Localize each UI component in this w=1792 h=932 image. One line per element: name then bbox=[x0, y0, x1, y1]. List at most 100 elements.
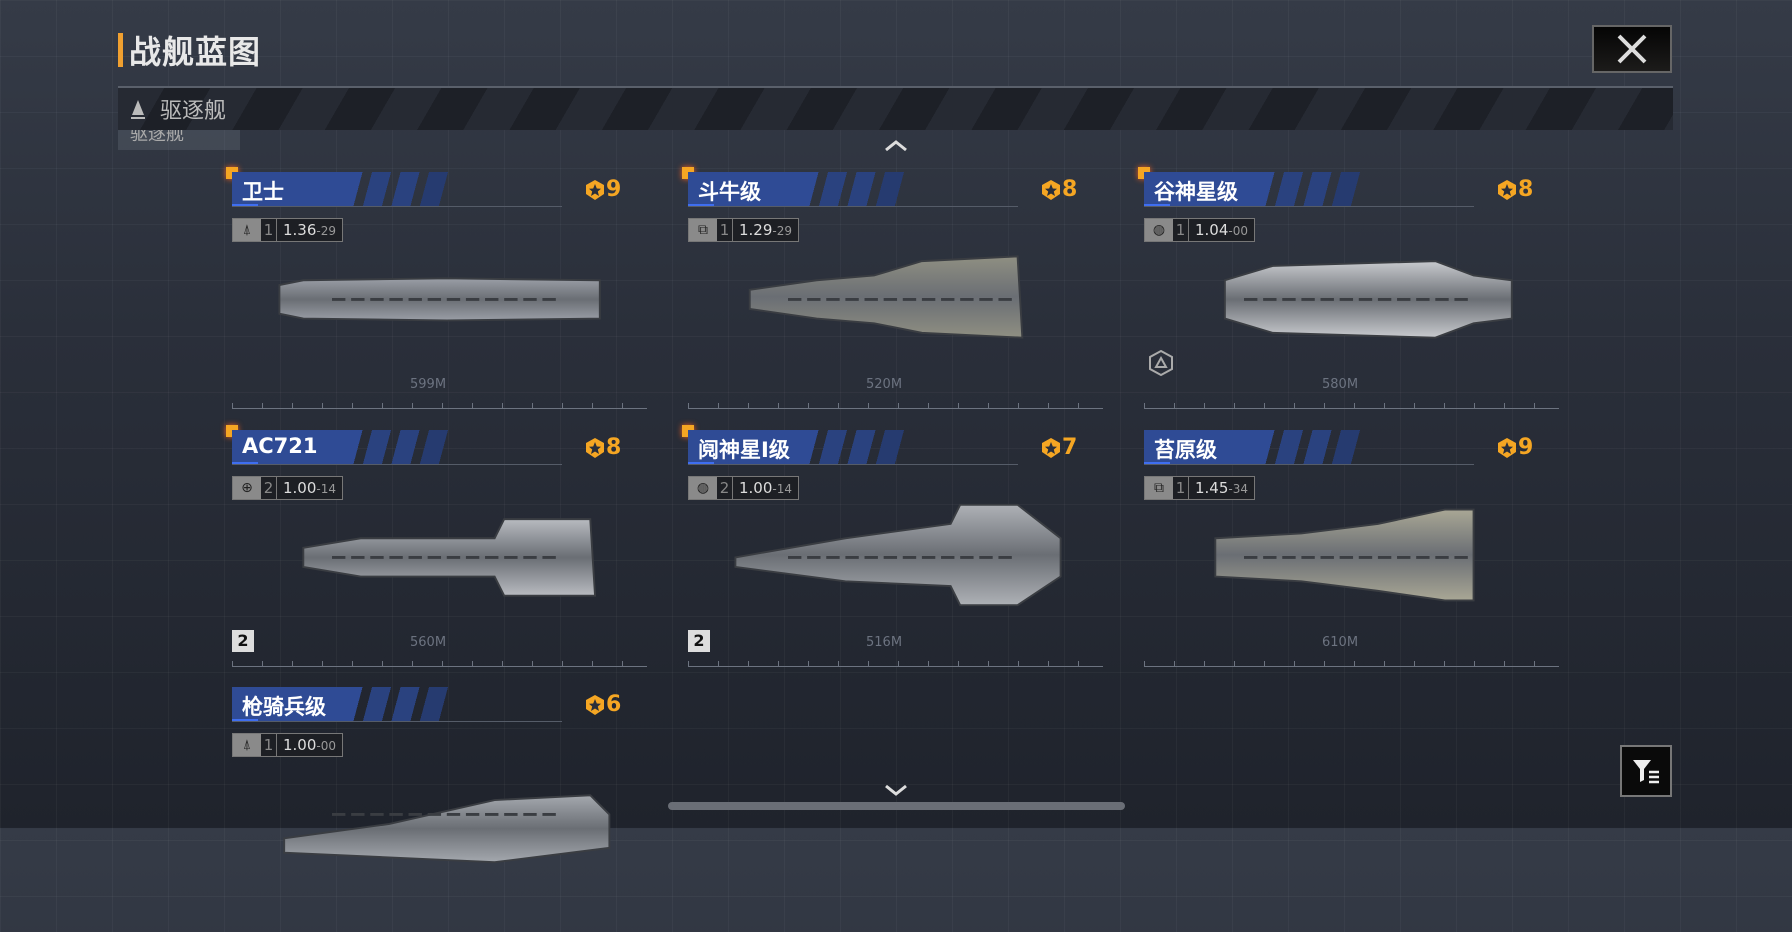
frigate-icon: ⍋ bbox=[233, 219, 261, 241]
category-dropdown-ghost: 驱逐舰 bbox=[118, 130, 240, 150]
tier: 1 bbox=[1173, 477, 1189, 499]
name-banner bbox=[232, 687, 460, 722]
triangle-hex-icon[interactable] bbox=[1148, 350, 1174, 376]
count-badge: 2 bbox=[688, 630, 710, 652]
ship-image bbox=[302, 518, 597, 597]
scroll-down-chevron-icon[interactable] bbox=[882, 780, 910, 800]
page-title: 战舰蓝图 bbox=[118, 30, 262, 71]
close-button[interactable] bbox=[1592, 25, 1672, 73]
name-banner bbox=[232, 430, 460, 465]
divider bbox=[1144, 206, 1474, 207]
rank-star-icon bbox=[1498, 179, 1516, 200]
stat-value: 1.36-29 bbox=[277, 219, 343, 241]
rarity: 8 bbox=[584, 435, 621, 460]
divider bbox=[232, 464, 562, 465]
divider bbox=[1144, 464, 1474, 465]
category-selector[interactable]: 驱逐舰 bbox=[118, 86, 1673, 130]
destroyer-class-icon bbox=[131, 100, 145, 119]
rarity: 8 bbox=[1496, 177, 1533, 202]
stat-value: 1.29-29 bbox=[733, 219, 799, 241]
faction-icon: ⧉ bbox=[1145, 477, 1173, 499]
count-badge: 2 bbox=[232, 630, 254, 652]
category-ghost-label: 驱逐舰 bbox=[130, 130, 184, 145]
stat-sub: 29 bbox=[320, 224, 337, 238]
stat-main: 1.04 bbox=[1195, 221, 1229, 239]
divider bbox=[232, 721, 562, 722]
rank-star-icon bbox=[586, 437, 604, 458]
stat-value: 1.00-00 bbox=[277, 734, 343, 756]
rarity: 8 bbox=[1040, 177, 1077, 202]
ship-name: 斗牛级 bbox=[698, 180, 761, 204]
name-banner bbox=[688, 172, 916, 207]
stat-main: 1.36 bbox=[283, 221, 317, 239]
rarity: 6 bbox=[584, 692, 621, 717]
rank-star-icon bbox=[1498, 437, 1516, 458]
filter-button[interactable] bbox=[1620, 745, 1672, 797]
rank-star-icon bbox=[586, 694, 604, 715]
scrollbar[interactable] bbox=[668, 802, 1125, 810]
globe-icon: ⊕ bbox=[233, 477, 261, 499]
ship-name: AC721 bbox=[242, 434, 318, 458]
tier: 1 bbox=[261, 219, 277, 241]
ship-length: 580M bbox=[1322, 377, 1359, 392]
scroll-up-chevron-icon[interactable] bbox=[882, 136, 910, 156]
rank-star-icon bbox=[1042, 437, 1060, 458]
category-label: 驱逐舰 bbox=[160, 99, 227, 124]
ship-length: 610M bbox=[1322, 635, 1359, 650]
stat-value: 1.04-00 bbox=[1189, 219, 1255, 241]
ship-image bbox=[283, 794, 611, 864]
close-icon bbox=[1617, 34, 1647, 64]
rarity-value: 8 bbox=[1062, 177, 1078, 202]
length-ruler bbox=[232, 397, 647, 409]
stat-sub: 14 bbox=[320, 482, 337, 496]
stat-main: 1.45 bbox=[1195, 479, 1229, 497]
stat-value: 1.00-14 bbox=[733, 477, 799, 499]
tier: 1 bbox=[1173, 219, 1189, 241]
name-banner bbox=[1144, 172, 1372, 207]
stat-sub: 29 bbox=[776, 224, 793, 238]
rarity-value: 9 bbox=[1518, 435, 1534, 460]
stat-main: 1.00 bbox=[283, 479, 317, 497]
length-ruler bbox=[1144, 397, 1559, 409]
stat-value: 1.45-34 bbox=[1189, 477, 1255, 499]
stat-main: 1.00 bbox=[283, 736, 317, 754]
stat-sub: 00 bbox=[320, 739, 337, 753]
ship-image bbox=[1223, 260, 1513, 339]
rarity-value: 8 bbox=[1518, 177, 1534, 202]
tier: 2 bbox=[261, 477, 277, 499]
ship-length: 560M bbox=[410, 635, 447, 650]
name-banner bbox=[1144, 430, 1372, 465]
rank-star-icon bbox=[586, 179, 604, 200]
length-ruler bbox=[1144, 655, 1559, 667]
length-ruler bbox=[688, 397, 1103, 409]
stat-sub: 00 bbox=[1232, 224, 1249, 238]
stat-main: 1.00 bbox=[739, 479, 773, 497]
ship-length: 520M bbox=[866, 377, 903, 392]
length-ruler bbox=[232, 655, 647, 667]
ship-image bbox=[1214, 508, 1475, 602]
rarity: 9 bbox=[584, 177, 621, 202]
ship-image bbox=[748, 255, 1024, 339]
title-text: 战舰蓝图 bbox=[129, 33, 262, 71]
ship-image bbox=[734, 503, 1062, 607]
stat-sub: 14 bbox=[776, 482, 793, 496]
faction-icon: ⧉ bbox=[689, 219, 717, 241]
ship-name: 枪骑兵级 bbox=[242, 695, 326, 719]
ship-name: 卫士 bbox=[242, 180, 284, 204]
frigate-icon: ⍋ bbox=[233, 734, 261, 756]
ship-name: 苔原级 bbox=[1154, 438, 1217, 462]
divider bbox=[232, 206, 562, 207]
stat-sub: 34 bbox=[1232, 482, 1249, 496]
